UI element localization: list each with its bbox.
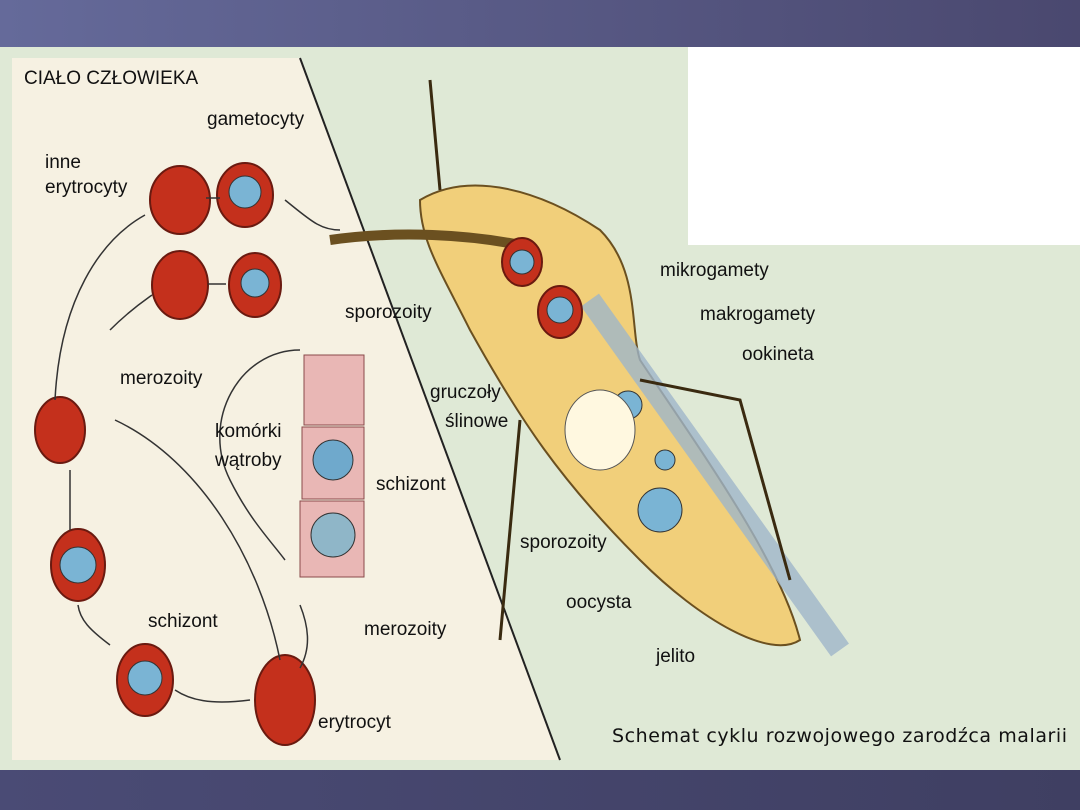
mosquito-legs <box>428 79 792 641</box>
label-makrogamety: makrogamety <box>700 304 816 325</box>
label-komorki: komórki <box>215 421 282 442</box>
label-gruczoly: gruczoły <box>430 382 501 403</box>
cycle-arrows <box>54 197 341 703</box>
label-erytrocyty: erytrocyty <box>45 177 128 198</box>
label-slinowe: ślinowe <box>445 411 508 432</box>
label-oocysta: oocysta <box>566 592 632 613</box>
figure-caption: Schemat cyklu rozwojowego zarodźca malar… <box>612 725 1067 747</box>
label-erytrocyt: erytrocyt <box>318 712 392 733</box>
slide-footer-bar <box>0 770 1080 810</box>
liver-cell <box>303 354 365 426</box>
label-schizont-blood: schizont <box>148 611 218 632</box>
label-ookineta: ookineta <box>742 344 814 365</box>
label-merozoity-bottom: merozoity <box>364 619 447 640</box>
label-schizont-liver: schizont <box>376 474 446 495</box>
label-jelito: jelito <box>655 646 695 667</box>
label-sporozoity-top: sporozoity <box>345 302 432 323</box>
liver-schizont <box>312 439 354 481</box>
skin-line <box>299 57 561 761</box>
slide-title-bar <box>0 0 1080 47</box>
blank-area <box>688 47 1080 245</box>
mosquito-wing <box>581 293 849 657</box>
label-merozoity-left: merozoity <box>120 368 203 389</box>
liver-schizont <box>310 512 356 558</box>
label-mikrogamety: mikrogamety <box>660 260 769 281</box>
oocyst <box>564 389 636 471</box>
label-watroby: wątroby <box>214 450 282 471</box>
section-title: CIAŁO CZŁOWIEKA <box>24 68 199 89</box>
label-inne: inne <box>45 152 81 173</box>
mosquito-proboscis <box>329 229 521 250</box>
label-gametocyty: gametocyty <box>207 109 305 130</box>
label-sporozoity-mosquito: sporozoity <box>520 532 607 553</box>
human-body-panel <box>12 58 560 760</box>
